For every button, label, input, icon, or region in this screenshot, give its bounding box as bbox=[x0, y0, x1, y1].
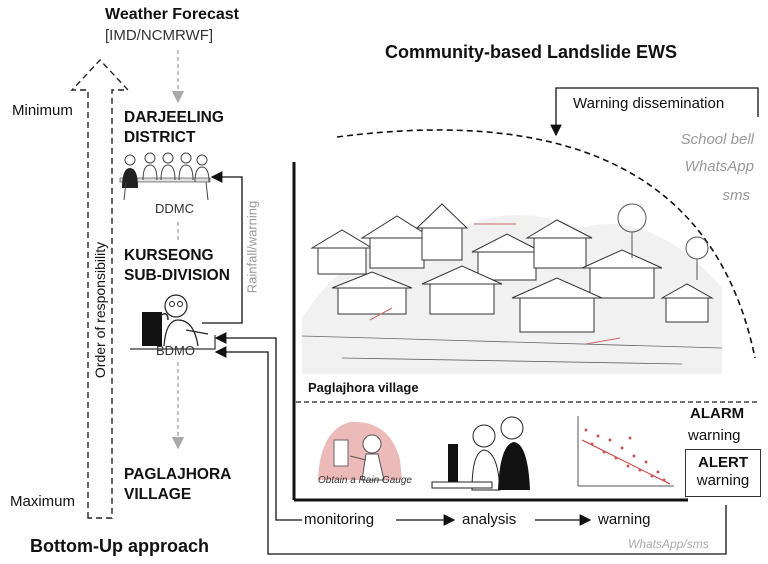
forecast-title: Weather Forecast bbox=[105, 6, 239, 23]
flow-step-analysis: analysis bbox=[462, 511, 517, 528]
rain-gauge-illustration bbox=[318, 421, 402, 481]
forecast-source: [IMD/NCMRWF] bbox=[105, 27, 214, 44]
alert-title: ALERT bbox=[698, 454, 748, 471]
alert-subtitle: warning bbox=[696, 472, 750, 489]
ddmc-label: DDMC bbox=[155, 201, 194, 216]
whatsapp-feedback-line bbox=[214, 346, 727, 555]
ddmc-meeting-illustration bbox=[119, 152, 211, 201]
feedback-label: WhatsApp/sms bbox=[628, 537, 709, 551]
rain-gauge-caption: Obtain a Rain Gauge bbox=[318, 475, 412, 486]
scatter-plot-illustration bbox=[577, 416, 674, 487]
village-image-caption: Paglajhora village bbox=[308, 380, 419, 395]
alert-box: ALERT warning bbox=[685, 449, 761, 497]
village-sketch-illustration bbox=[302, 203, 722, 374]
responsibility-arrow bbox=[70, 58, 130, 519]
dissemination-bracket bbox=[550, 87, 759, 137]
flow-step-warning: warning bbox=[598, 511, 651, 528]
responsibility-max-label: Maximum bbox=[10, 493, 76, 510]
channel-whatsapp: WhatsApp bbox=[684, 158, 754, 175]
main-title: Community-based Landslide EWS bbox=[385, 42, 678, 62]
rainfall-warning-label: Rainfall/warning bbox=[244, 200, 260, 294]
monitoring-feedback-line bbox=[214, 332, 302, 521]
responsibility-axis-label: Order of responsibility bbox=[92, 241, 108, 379]
dissemination-arc bbox=[336, 129, 756, 359]
rainfall-escalation-arrow bbox=[202, 171, 243, 324]
responsibility-min-label: Minimum bbox=[12, 102, 73, 119]
alarm-subtitle: warning bbox=[688, 427, 741, 444]
flow-step-monitoring: monitoring bbox=[304, 511, 375, 528]
bdmo-label: BDMO bbox=[156, 343, 195, 358]
bdmo-officer-illustration bbox=[142, 294, 209, 347]
dissemination-title: Warning dissemination bbox=[573, 95, 725, 112]
analysis-illustration bbox=[431, 416, 530, 491]
alarm-title: ALARM bbox=[690, 405, 745, 422]
approach-label: Bottom-Up approach bbox=[30, 536, 209, 556]
channel-sms: sms bbox=[722, 187, 751, 204]
channel-school-bell: School bell bbox=[680, 131, 754, 148]
